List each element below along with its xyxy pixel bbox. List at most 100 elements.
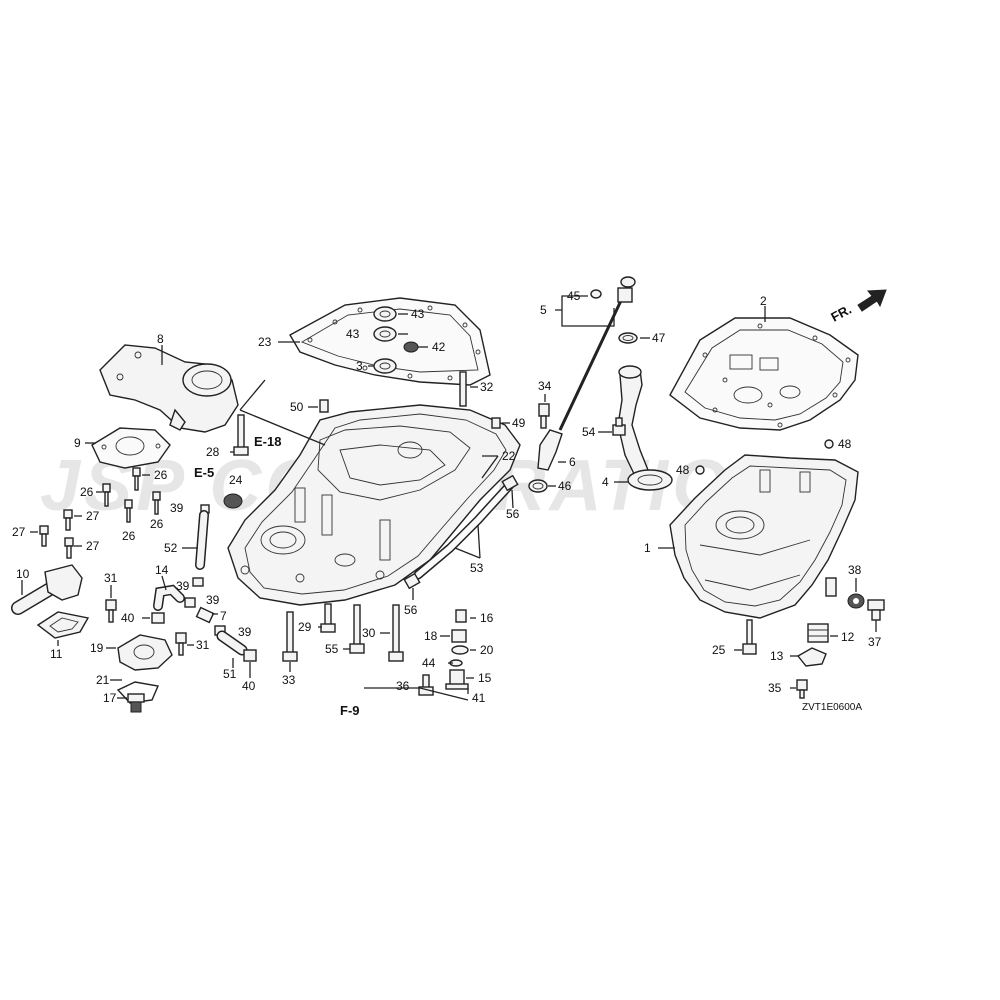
seal-42 xyxy=(403,341,419,353)
callout-1: 1 xyxy=(644,541,651,555)
front-direction-arrow xyxy=(857,289,887,312)
callout-53: 53 xyxy=(470,561,484,575)
callout-24: 24 xyxy=(229,473,243,487)
callout-39-d: 39 xyxy=(238,625,252,639)
callout-5: 5 xyxy=(540,303,547,317)
bolt-25 xyxy=(742,619,757,655)
callout-22: 22 xyxy=(502,449,516,463)
callout-7: 7 xyxy=(220,609,227,623)
callout-56-a: 56 xyxy=(506,507,520,521)
filter-12 xyxy=(807,623,829,643)
fitting-6 xyxy=(537,429,563,471)
callout-29: 29 xyxy=(298,620,312,634)
nut-40-right xyxy=(243,649,257,662)
bolt-27-b xyxy=(39,525,49,547)
callout-33: 33 xyxy=(282,673,296,687)
callout-8: 8 xyxy=(157,332,164,346)
callout-41: 41 xyxy=(472,691,486,705)
bolt-54 xyxy=(612,417,626,436)
oring-45 xyxy=(590,289,602,299)
callout-55: 55 xyxy=(325,642,339,656)
callout-3: 3 xyxy=(356,359,363,373)
seal-11 xyxy=(36,611,90,639)
dowel-50 xyxy=(319,399,329,413)
callout-34: 34 xyxy=(538,379,552,393)
callout-32: 32 xyxy=(480,380,494,394)
washer-20 xyxy=(451,645,469,655)
bracket-13 xyxy=(796,647,827,667)
callout-26-b: 26 xyxy=(80,485,94,499)
callout-31-a: 31 xyxy=(104,571,118,585)
diagram-code: ZVT1E0600A xyxy=(802,702,862,713)
bolt-34 xyxy=(538,403,550,429)
callout-50: 50 xyxy=(290,400,304,414)
callout-27-c: 27 xyxy=(86,539,100,553)
direction-label: FR. xyxy=(828,302,854,325)
callout-39-a: 39 xyxy=(170,501,184,515)
bolt-26-c xyxy=(124,499,133,523)
plug-16 xyxy=(455,609,467,623)
oil-case xyxy=(227,404,521,606)
bolt-26-d xyxy=(152,491,161,515)
callout-15: 15 xyxy=(478,671,492,685)
bolt-26-a xyxy=(132,467,141,491)
callout-43-b: 43 xyxy=(346,327,360,341)
seal-3 xyxy=(373,358,397,374)
callout-13: 13 xyxy=(770,649,784,663)
callout-30: 30 xyxy=(362,626,376,640)
callout-31-b: 31 xyxy=(196,638,210,652)
ref-e5: E-5 xyxy=(194,465,214,480)
callout-12: 12 xyxy=(841,630,855,644)
callout-4: 4 xyxy=(602,475,609,489)
bolt-36 xyxy=(418,674,434,696)
hose-51 xyxy=(216,630,248,656)
callout-40-a: 40 xyxy=(121,611,135,625)
nut-40 xyxy=(151,612,165,624)
callout-52: 52 xyxy=(164,541,178,555)
callout-21: 21 xyxy=(96,673,110,687)
callout-labels: 1 2 3 4 5 6 7 8 9 10 11 12 13 14 15 16 1… xyxy=(12,289,882,705)
callout-17: 17 xyxy=(103,691,117,705)
oring-47 xyxy=(618,332,638,344)
oil-case-gasket xyxy=(289,297,491,386)
hose-52 xyxy=(195,510,209,570)
dipstick-5 xyxy=(558,276,636,431)
callout-45: 45 xyxy=(567,289,581,303)
callout-27-a: 27 xyxy=(86,509,100,523)
ref-f9: F-9 xyxy=(340,703,360,718)
washer-38 xyxy=(847,593,865,609)
callout-10: 10 xyxy=(16,567,30,581)
callout-56-b: 56 xyxy=(404,603,418,617)
bolt-31-right xyxy=(175,632,187,656)
clip-39-b xyxy=(192,577,204,587)
dowel-48-mid xyxy=(695,465,705,475)
bolt-30 xyxy=(388,604,404,662)
callout-16: 16 xyxy=(480,611,494,625)
thermostat-cover-19 xyxy=(117,634,173,671)
callout-19: 19 xyxy=(90,641,104,655)
grommet-24 xyxy=(223,493,243,509)
callout-36: 36 xyxy=(396,679,410,693)
callout-54: 54 xyxy=(582,425,596,439)
bolt-28 xyxy=(233,414,249,456)
callout-51: 51 xyxy=(223,667,237,681)
callout-6: 6 xyxy=(569,455,576,469)
bolt-31-left xyxy=(105,599,117,623)
bolt-33 xyxy=(282,611,298,662)
callout-26-c: 26 xyxy=(122,529,136,543)
callout-25: 25 xyxy=(712,643,726,657)
clip-56-upper xyxy=(501,474,519,492)
callout-44: 44 xyxy=(422,656,436,670)
callout-14: 14 xyxy=(155,563,169,577)
clip-39-a xyxy=(184,597,196,608)
callout-35: 35 xyxy=(768,681,782,695)
callout-20: 20 xyxy=(480,643,494,657)
callout-39-b: 39 xyxy=(176,579,190,593)
gasket-2 xyxy=(669,317,859,431)
callout-2: 2 xyxy=(760,294,767,308)
callout-42: 42 xyxy=(432,340,446,354)
callout-48-b: 48 xyxy=(676,463,690,477)
callout-48-a: 48 xyxy=(838,437,852,451)
callout-27-b: 27 xyxy=(12,525,26,539)
